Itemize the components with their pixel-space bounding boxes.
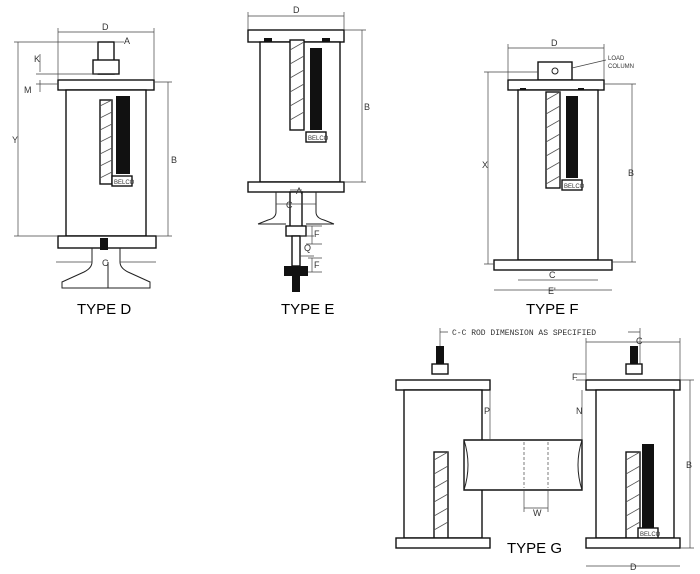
type-f-dim-x: X <box>482 160 488 170</box>
type-d-bolt <box>100 238 108 250</box>
type-g-dim-n: N <box>576 406 583 416</box>
type-g-drawing: C-C ROD DIMENSION AS SPECIFIED BELCO <box>395 326 694 572</box>
type-d-dim-d: D <box>102 22 109 32</box>
type-d-nameplate-label: BELCO <box>114 180 135 186</box>
type-f-scale <box>566 96 578 178</box>
type-g-right-spring <box>625 451 641 539</box>
type-d-dim-m: M <box>24 85 32 95</box>
type-e-dim-q: Q <box>304 243 311 253</box>
type-g-right-base <box>585 537 681 549</box>
type-g-dim-w: W <box>533 508 542 518</box>
type-f-note-load: LOAD <box>608 56 625 62</box>
type-d-dim-c: C <box>102 258 109 268</box>
type-d-dim-a: A <box>124 36 130 46</box>
type-g-scale <box>642 444 654 528</box>
type-g-right-rod <box>630 346 638 364</box>
type-g-dim-d: D <box>630 562 637 572</box>
type-f-title: TYPE F <box>526 301 579 318</box>
type-f-base-plate <box>493 259 613 271</box>
type-e-title: TYPE E <box>281 301 334 318</box>
type-d-dim-k: K <box>34 54 40 64</box>
type-g-dim-p: P <box>484 406 490 416</box>
type-f-nameplate-label: BELCO <box>564 184 585 190</box>
type-e-nameplate <box>305 131 327 143</box>
type-e-dim-a: A <box>296 186 302 196</box>
type-g-dim-f: F <box>572 372 578 382</box>
type-f-spring <box>545 91 561 189</box>
type-d-dim-b: B <box>171 155 177 165</box>
type-e-dim-d: D <box>293 5 300 15</box>
type-f-note-column: COLUMN <box>608 64 634 70</box>
type-d-scale <box>116 96 130 174</box>
type-e-scale <box>310 48 322 130</box>
type-e-bottom-nut <box>284 266 308 276</box>
type-e-lower-rod <box>289 191 303 229</box>
type-g-title: TYPE G <box>507 540 562 557</box>
type-e-dim-b: B <box>364 102 370 112</box>
type-g-nameplate-label: BELCO <box>640 532 661 538</box>
type-g-left-top-plate <box>395 379 491 391</box>
type-d-beam-left <box>61 248 109 289</box>
type-d-nameplate <box>111 175 133 187</box>
type-e-dim-c: C <box>286 200 293 210</box>
type-d-spring <box>99 99 113 185</box>
type-f-dim-b: B <box>628 168 634 178</box>
type-d-dim-y: Y <box>12 135 18 145</box>
type-g-left-spring <box>433 451 449 539</box>
type-f-drawing: LOAD COLUMN BELCO D X B C E' TYPE F <box>482 38 636 318</box>
type-g-left-rod <box>436 346 444 364</box>
type-d-top-plate <box>57 79 155 91</box>
type-g-note-cc: C-C ROD DIMENSION AS SPECIFIED <box>452 329 596 338</box>
type-f-nameplate <box>561 179 583 191</box>
type-g-center-beam <box>463 439 583 491</box>
type-d-beam-right <box>108 248 151 289</box>
type-d-title: TYPE D <box>77 301 131 318</box>
type-e-drawing: BELCO D B A C F Q F TYPE E <box>247 5 370 318</box>
type-e-lower-nut <box>285 225 307 237</box>
type-g-dim-b: B <box>686 460 692 470</box>
type-d-nut <box>92 59 120 75</box>
type-f-dim-d: D <box>551 38 558 48</box>
type-e-spring <box>289 39 305 131</box>
type-f-dim-e-prime: E' <box>548 286 556 296</box>
type-g-dim-c: C <box>636 336 643 346</box>
type-e-beam <box>257 192 335 225</box>
type-e-nameplate-label: BELCO <box>308 136 329 142</box>
type-d-drawing: BELCO D A K M Y B C TYPE D <box>12 22 177 318</box>
type-g-right-top-plate <box>585 379 681 391</box>
type-f-dim-c: C <box>549 270 556 280</box>
type-g-left-base <box>395 537 491 549</box>
type-f-load-column <box>537 61 573 81</box>
type-e-dim-f-upper: F <box>314 229 320 239</box>
type-e-threaded-rod <box>291 235 301 267</box>
type-e-dim-f-lower: F <box>314 260 320 270</box>
